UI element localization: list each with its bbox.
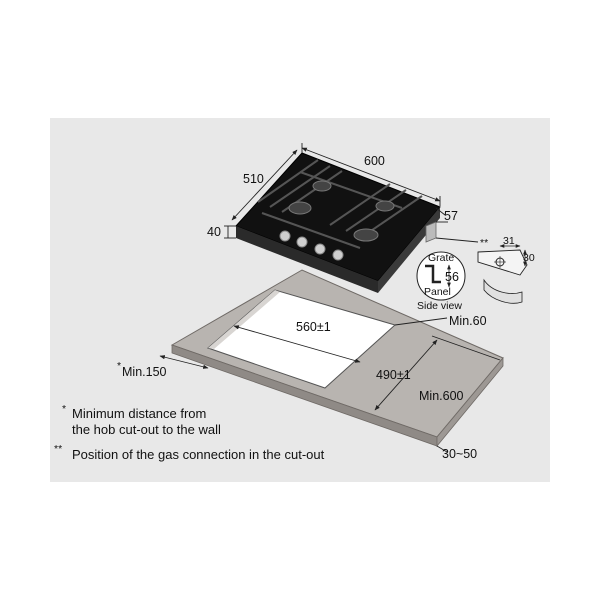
knob-icon [279, 230, 291, 242]
gas-pipe-icon [483, 278, 523, 304]
note-1-marker: * [62, 403, 66, 415]
dim-min-depth: Min.600 [419, 389, 464, 403]
hob-front-face [236, 226, 378, 293]
dim-min-wall: Min.150 [122, 365, 167, 379]
side-view-panel-label: Panel [424, 286, 451, 298]
dim-hob-width: 600 [364, 154, 385, 168]
knob-icon [296, 236, 308, 248]
burner-icon [353, 228, 379, 242]
knob-icon [332, 249, 344, 261]
side-view-grate-label: Grate [428, 252, 454, 264]
footnotes: * Minimum distance from the hob cut-out … [54, 403, 325, 462]
side-view-value: 56 [445, 270, 459, 284]
note-1-line-1: Minimum distance from [72, 406, 206, 421]
dim-cutout-depth: 490±1 [376, 368, 411, 382]
dim-min-front: Min.60 [449, 314, 487, 328]
dim-gas-offset-x: 31 [503, 235, 515, 247]
burner-icon [288, 201, 312, 215]
knob-icon [314, 243, 326, 255]
gas-connection-detail [477, 244, 528, 304]
dim-gas-offset-y: 30 [523, 252, 535, 264]
note-2-line-1: Position of the gas connection in the cu… [72, 447, 325, 462]
note-2-marker: ** [54, 443, 62, 455]
note-1-line-2: the hob cut-out to the wall [72, 422, 221, 437]
dim-hob-height: 40 [207, 225, 221, 239]
side-view-circle [416, 251, 466, 301]
dimension-lines [159, 143, 501, 453]
gas-detail-shape [477, 249, 528, 276]
hob-knobs [279, 230, 344, 261]
hob-side-face [378, 207, 440, 293]
cutout-inner-edge [208, 290, 280, 349]
dim-hob-depth: 510 [243, 172, 264, 186]
countertop-side-edge [436, 356, 504, 448]
dim-thickness: 30~50 [442, 447, 477, 461]
dim-cutout-width: 560±1 [296, 320, 331, 334]
side-view-caption: Side view [417, 300, 462, 312]
dim-gas-star: ** [480, 237, 488, 249]
burner-icon [312, 180, 332, 192]
burner-icon [375, 200, 395, 212]
gas-connector [425, 221, 437, 243]
dim-min-wall-star: * [117, 360, 121, 372]
dim-side-offset: 57 [444, 209, 458, 223]
side-view-detail: Grate 56 Panel Side view [416, 251, 466, 312]
side-view-profile [425, 264, 441, 284]
